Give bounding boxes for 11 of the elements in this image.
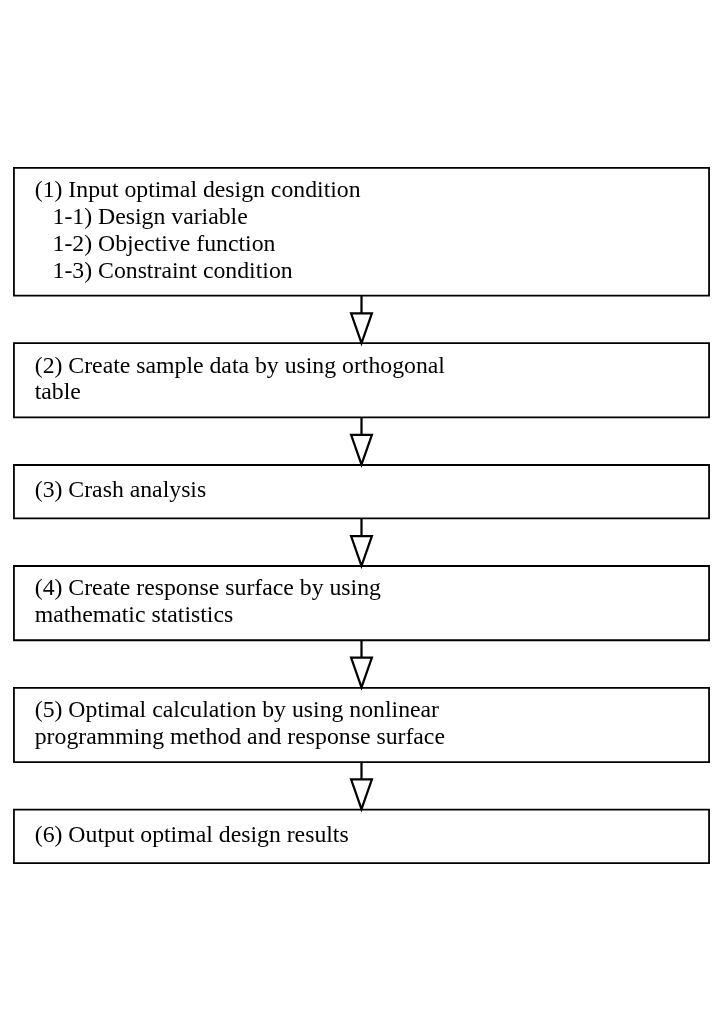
node-box: (2) Create sample data by using orthogonal table (13, 342, 710, 419)
node-box: (6) Output optimal design results (13, 808, 710, 864)
node-box: (4) Create response surface by using mathematic statistics (13, 565, 710, 642)
arrow (349, 762, 374, 813)
node-box: (3) Crash analysis (13, 464, 710, 520)
arrow (349, 417, 374, 468)
arrow (349, 518, 374, 570)
node-box: (1) Input optimal design condition 1-1) Design variable 1-2) Objective function 1-3) Constraint condition (13, 167, 710, 297)
arrow (349, 295, 374, 347)
arrow (349, 640, 374, 691)
node-box: (5) Optimal calculation by using nonlinear programming method and response surface (13, 686, 710, 763)
